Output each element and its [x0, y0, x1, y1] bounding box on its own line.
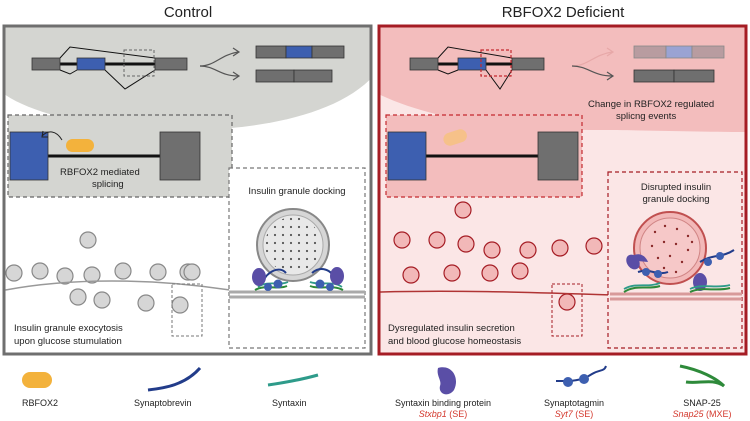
insulin-granule: [558, 293, 576, 311]
insulin-granule: [481, 264, 499, 282]
syntaxin-binding-protein-legend-icon: [437, 367, 457, 395]
splicing-change-label-line2: splicng events: [616, 111, 676, 122]
legend-syt7-gene: Syt7: [555, 409, 574, 419]
insulin-granule: [149, 263, 167, 281]
insulin-granule: [457, 235, 475, 253]
splicing-label-line1: RBFOX2 mediated: [60, 167, 140, 178]
disrupted-docking-line1: Disrupted insulin: [641, 182, 711, 193]
legend-snap25-event: (MXE): [704, 409, 732, 419]
legend-snap25-label: SNAP-25: [683, 398, 721, 408]
deficient-pre-mrna: Change in RBFOX2 regulated splicng event…: [409, 45, 725, 122]
exocytosis-label-line1: Insulin granule exocytosis: [14, 323, 123, 334]
insulin-granule: [114, 262, 132, 280]
insulin-granule: [443, 264, 461, 282]
control-granules: [5, 231, 201, 314]
deficient-docking-inset: Disrupted insulin granule docking: [607, 171, 743, 349]
deficient-splicing-zoom: [385, 114, 583, 198]
insulin-granule: [93, 291, 111, 309]
svg-text:Syt7 (SE): Syt7 (SE): [555, 409, 594, 419]
legend-rbfox2: RBFOX2: [22, 372, 58, 408]
legend-syntaxin: Syntaxin: [267, 373, 319, 408]
legend-synaptotagmin: Synaptotagmin Syt7 (SE): [544, 365, 607, 419]
disrupted-docking-line2: granule docking: [642, 194, 709, 205]
synaptobrevin-legend-icon: [147, 366, 202, 392]
control-title: Control: [164, 4, 212, 21]
deficient-title: RBFOX2 Deficient: [502, 4, 625, 21]
insulin-granule: [5, 264, 23, 282]
splicing-change-label-line1: Change in RBFOX2 regulated: [588, 99, 714, 110]
legend-rbfox2-label: RBFOX2: [22, 398, 58, 408]
legend-stxbp-event: (SE): [447, 409, 468, 419]
exocytosis-label-line2: upon glucose stumulation: [14, 336, 122, 347]
deficient-granules: [393, 201, 603, 311]
insulin-granule: [83, 266, 101, 284]
control-pre-mrna: [31, 45, 345, 90]
rbfox2-protein: [66, 139, 94, 152]
insulin-granule: [454, 201, 472, 219]
rbfox2-legend-icon: [22, 372, 52, 388]
insulin-granule: [56, 267, 74, 285]
legend-stxbp-label: Syntaxin binding protein: [395, 398, 491, 408]
svg-text:Stxbp1 (SE): Stxbp1 (SE): [419, 409, 468, 419]
insulin-granule: [402, 266, 420, 284]
splicing-label-line2: splicing: [92, 179, 124, 190]
legend-snap25: SNAP-25 Snap25 (MXE): [672, 364, 732, 419]
control-panel: Control: [2, 4, 373, 356]
syntaxin-legend-icon: [267, 373, 319, 387]
control-docking-inset: Insulin granule docking: [228, 167, 366, 349]
legend-synaptotagmin-label: Synaptotagmin: [544, 398, 604, 408]
legend-synaptobrevin-label: Synaptobrevin: [134, 398, 192, 408]
insulin-granule: [511, 262, 529, 280]
legend-stxbp: Syntaxin binding protein Stxbp1 (SE): [395, 367, 491, 419]
legend-snap25-gene: Snap25: [672, 409, 704, 419]
insulin-granule: [171, 296, 189, 314]
insulin-granule: [31, 262, 49, 280]
insulin-granule: [137, 294, 155, 312]
legend-syt7-event: (SE): [573, 409, 594, 419]
docking-label: Insulin granule docking: [248, 186, 345, 197]
insulin-granule: [428, 231, 446, 249]
control-splicing-zoom: RBFOX2 mediated splicing: [7, 114, 233, 198]
svg-text:Snap25 (MXE): Snap25 (MXE): [672, 409, 731, 419]
legend: RBFOX2 Synaptobrevin Syntaxin Syntaxin b…: [22, 364, 732, 419]
insulin-granule: [79, 231, 97, 249]
insulin-granule: [69, 288, 87, 306]
insulin-granule: [519, 241, 537, 259]
secretion-label-line2: and blood glucose homeostasis: [388, 336, 521, 347]
insulin-granule: [483, 241, 501, 259]
plasma-membrane: [5, 280, 231, 291]
insulin-granule: [551, 239, 569, 257]
legend-stxbp-gene: Stxbp1: [419, 409, 447, 419]
insulin-granule: [393, 231, 411, 249]
legend-synaptobrevin: Synaptobrevin: [134, 366, 202, 408]
legend-syntaxin-label: Syntaxin: [272, 398, 307, 408]
secretion-label-line1: Dysregulated insulin secretion: [388, 323, 515, 334]
insulin-granule: [585, 237, 603, 255]
insulin-granule: [183, 263, 201, 281]
deficient-panel: RBFOX2 Deficient Change in RBFOX2 regula…: [377, 4, 748, 356]
